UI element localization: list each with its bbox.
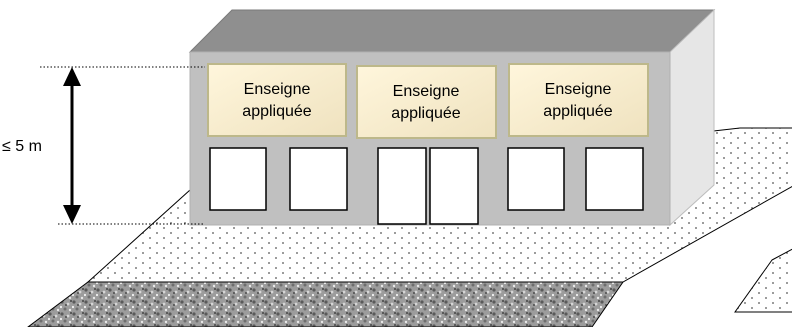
door-left (377, 147, 427, 225)
window-3 (507, 147, 565, 211)
window-1 (209, 147, 267, 211)
arrow-up-icon (63, 67, 81, 86)
road (27, 281, 624, 327)
sign-1-line1: Enseigne (244, 81, 311, 98)
door-right (429, 147, 479, 225)
sign-3: Enseigne appliquée (508, 63, 649, 137)
height-label: ≤ 5 m (2, 138, 42, 155)
sign-1-line2: appliquée (242, 103, 312, 120)
sign-2-line1: Enseigne (393, 83, 460, 100)
building-roof (188, 9, 716, 53)
sign-3-line1: Enseigne (545, 81, 612, 98)
sign-2-line2: appliquée (391, 105, 461, 122)
sign-1: Enseigne appliquée (207, 63, 347, 137)
window-2 (289, 147, 348, 211)
sign-3-line2: appliquée (543, 103, 613, 120)
sidewalk-fragment (734, 248, 792, 313)
window-4 (585, 147, 644, 211)
sign-2: Enseigne appliquée (356, 65, 497, 139)
arrow-down-icon (63, 205, 81, 224)
